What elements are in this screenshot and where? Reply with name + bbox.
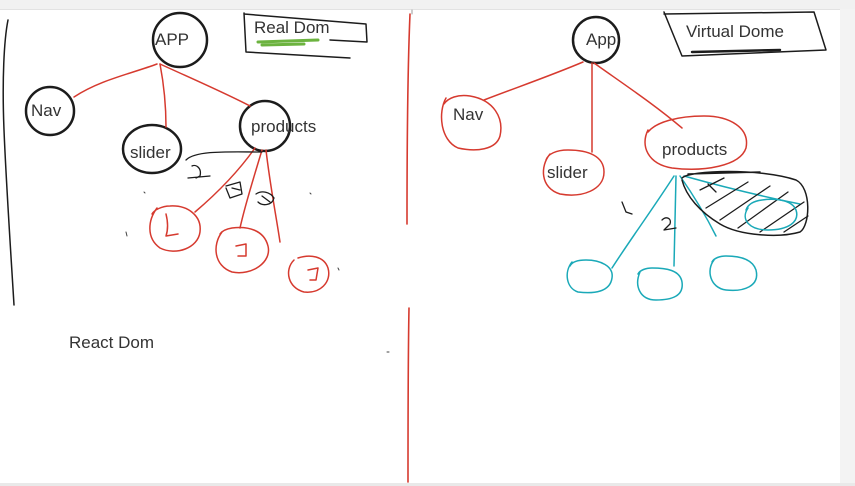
center-divider-line: [406, 13, 411, 483]
real-child1-circle: [149, 205, 201, 252]
real-products-circle: [238, 99, 292, 153]
real-child3-circle: [287, 255, 330, 293]
virtual-child1-node: [566, 259, 613, 294]
virtual-nav-label: Nav: [453, 105, 484, 124]
real-dom-title-underline: [256, 38, 320, 47]
real-black-mark-2: [225, 181, 243, 199]
horizontal-scrollbar[interactable]: [0, 483, 855, 486]
real-slider-label: slider: [130, 143, 171, 162]
real-black-mark-1: [185, 151, 263, 179]
real-app-circle: [151, 11, 209, 69]
real-nav-label: Nav: [31, 101, 62, 120]
real-app-to-nav-edge: [73, 63, 158, 98]
real-app-to-products-edge: [159, 63, 251, 107]
virtual-app-to-nav-edge: [483, 61, 584, 101]
virtual-app-to-products-edge: [593, 62, 683, 129]
react-dom-label: React Dom: [69, 333, 155, 352]
real-products-to-child1-edge: [194, 147, 256, 213]
virtual-dom-diagram: [440, 11, 827, 301]
virtual-number-1: [621, 201, 633, 215]
real-black-mark-3: [255, 191, 275, 206]
real-child1-digit: [165, 213, 179, 237]
virtual-dom-title: Virtual Dome: [686, 22, 784, 41]
real-app-to-slider-edge: [159, 63, 167, 128]
real-slider-circle: [121, 123, 183, 175]
virtual-hatched-node-outline: [681, 170, 809, 236]
real-dom-diagram: [2, 11, 390, 353]
virtual-dom-title-underline: [690, 48, 782, 54]
virtual-hatched-cyan-node: [744, 198, 798, 231]
real-child2-circle: [215, 226, 270, 274]
real-products-to-child3-edge: [265, 149, 281, 243]
ink-speck: [125, 191, 390, 353]
real-products-to-child2-edge: [239, 149, 263, 229]
real-products-label: products: [251, 117, 317, 136]
virtual-products-to-child2-edge: [673, 175, 677, 267]
virtual-slider-outline: [542, 149, 605, 196]
real-child3-digit: [307, 267, 319, 281]
virtual-child2-node: [636, 267, 683, 301]
real-app-label: APP: [155, 30, 190, 49]
real-child2-digit: [235, 243, 247, 257]
real-dom-title: Real Dom: [254, 18, 330, 37]
virtual-app-label: App: [586, 30, 617, 49]
left-border-line: [2, 19, 15, 306]
virtual-dom-title-box: [663, 11, 827, 57]
real-nav-circle: [24, 85, 76, 137]
virtual-hatched-node-fill: [699, 177, 809, 233]
virtual-products-label: products: [662, 140, 728, 159]
vertical-scrollbar[interactable]: [840, 9, 855, 486]
top-toolbar-strip: [0, 0, 855, 10]
virtual-products-to-child3-edge: [679, 175, 717, 237]
virtual-child3-node: [709, 255, 758, 292]
real-dom-title-box: [243, 12, 368, 59]
virtual-slider-label: slider: [547, 163, 588, 182]
virtual-app-circle: [571, 15, 621, 65]
virtual-products-to-child1-edge: [611, 175, 675, 269]
virtual-products-outline: [644, 115, 748, 170]
virtual-number-2: [661, 217, 677, 231]
virtual-nav-outline: [440, 94, 502, 151]
